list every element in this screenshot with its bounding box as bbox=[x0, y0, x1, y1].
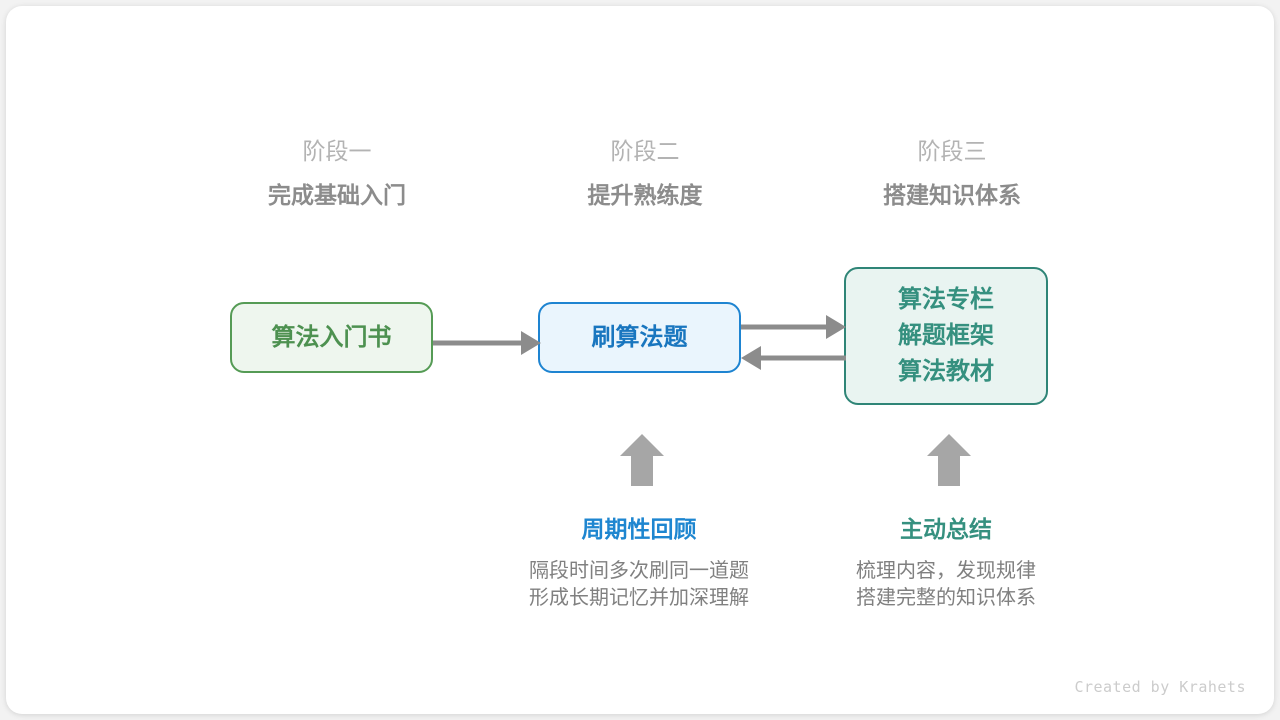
note-periodic-review-body-line-1: 隔段时间多次刷同一道题 bbox=[529, 560, 749, 582]
note-periodic-review: 周期性回顾 隔段时间多次刷同一道题 形成长期记忆并加深理解 bbox=[479, 514, 799, 612]
stage-header-3: 阶段三 搭建知识体系 bbox=[822, 136, 1082, 211]
note-active-summary: 主动总结 梳理内容，发现规律 搭建完整的知识体系 bbox=[786, 514, 1106, 612]
note-periodic-review-body: 隔段时间多次刷同一道题 形成长期记忆并加深理解 bbox=[479, 558, 799, 612]
stage-title-1: 完成基础入门 bbox=[268, 182, 406, 208]
note-periodic-review-title: 周期性回顾 bbox=[581, 516, 697, 542]
stage-title-2: 提升熟练度 bbox=[587, 182, 703, 208]
note-active-summary-body-line-1: 梳理内容，发现规律 bbox=[856, 560, 1036, 582]
node-resources-line-2: 解题框架 bbox=[898, 322, 994, 349]
diagram-card: 阶段一 完成基础入门 阶段二 提升熟练度 阶段三 搭建知识体系 算法入门书 刷算… bbox=[6, 6, 1274, 714]
stage-label-3: 阶段三 bbox=[917, 138, 987, 164]
node-practice-problems-line-1: 刷算法题 bbox=[591, 323, 688, 351]
diagram-canvas: 阶段一 完成基础入门 阶段二 提升熟练度 阶段三 搭建知识体系 算法入门书 刷算… bbox=[6, 6, 1274, 714]
arrow-summary-up bbox=[927, 434, 971, 486]
note-active-summary-body-line-2: 搭建完整的知识体系 bbox=[856, 587, 1036, 609]
note-periodic-review-body-line-2: 形成长期记忆并加深理解 bbox=[529, 587, 749, 609]
arrow-resources-to-practice bbox=[741, 346, 846, 370]
note-active-summary-title: 主动总结 bbox=[900, 516, 992, 542]
stage-title-3: 搭建知识体系 bbox=[883, 182, 1021, 208]
note-active-summary-body: 梳理内容，发现规律 搭建完整的知识体系 bbox=[786, 558, 1106, 612]
stage-header-2: 阶段二 提升熟练度 bbox=[515, 136, 775, 211]
node-intro-book-line-1: 算法入门书 bbox=[271, 323, 392, 351]
stage-header-1: 阶段一 完成基础入门 bbox=[207, 136, 467, 211]
node-resources-line-1: 算法专栏 bbox=[898, 286, 994, 313]
stage-label-1: 阶段一 bbox=[302, 138, 372, 164]
arrow-review-up bbox=[620, 434, 664, 486]
node-practice-problems[interactable]: 刷算法题 bbox=[538, 302, 741, 373]
node-resources-line-3: 算法教材 bbox=[898, 358, 994, 385]
arrow-book-to-practice bbox=[433, 331, 541, 355]
node-resources[interactable]: 算法专栏 解题框架 算法教材 bbox=[844, 267, 1048, 405]
credit-text: Created by Krahets bbox=[1074, 678, 1246, 696]
node-intro-book[interactable]: 算法入门书 bbox=[230, 302, 433, 373]
stage-label-2: 阶段二 bbox=[610, 138, 680, 164]
arrow-practice-to-resources bbox=[741, 315, 846, 339]
